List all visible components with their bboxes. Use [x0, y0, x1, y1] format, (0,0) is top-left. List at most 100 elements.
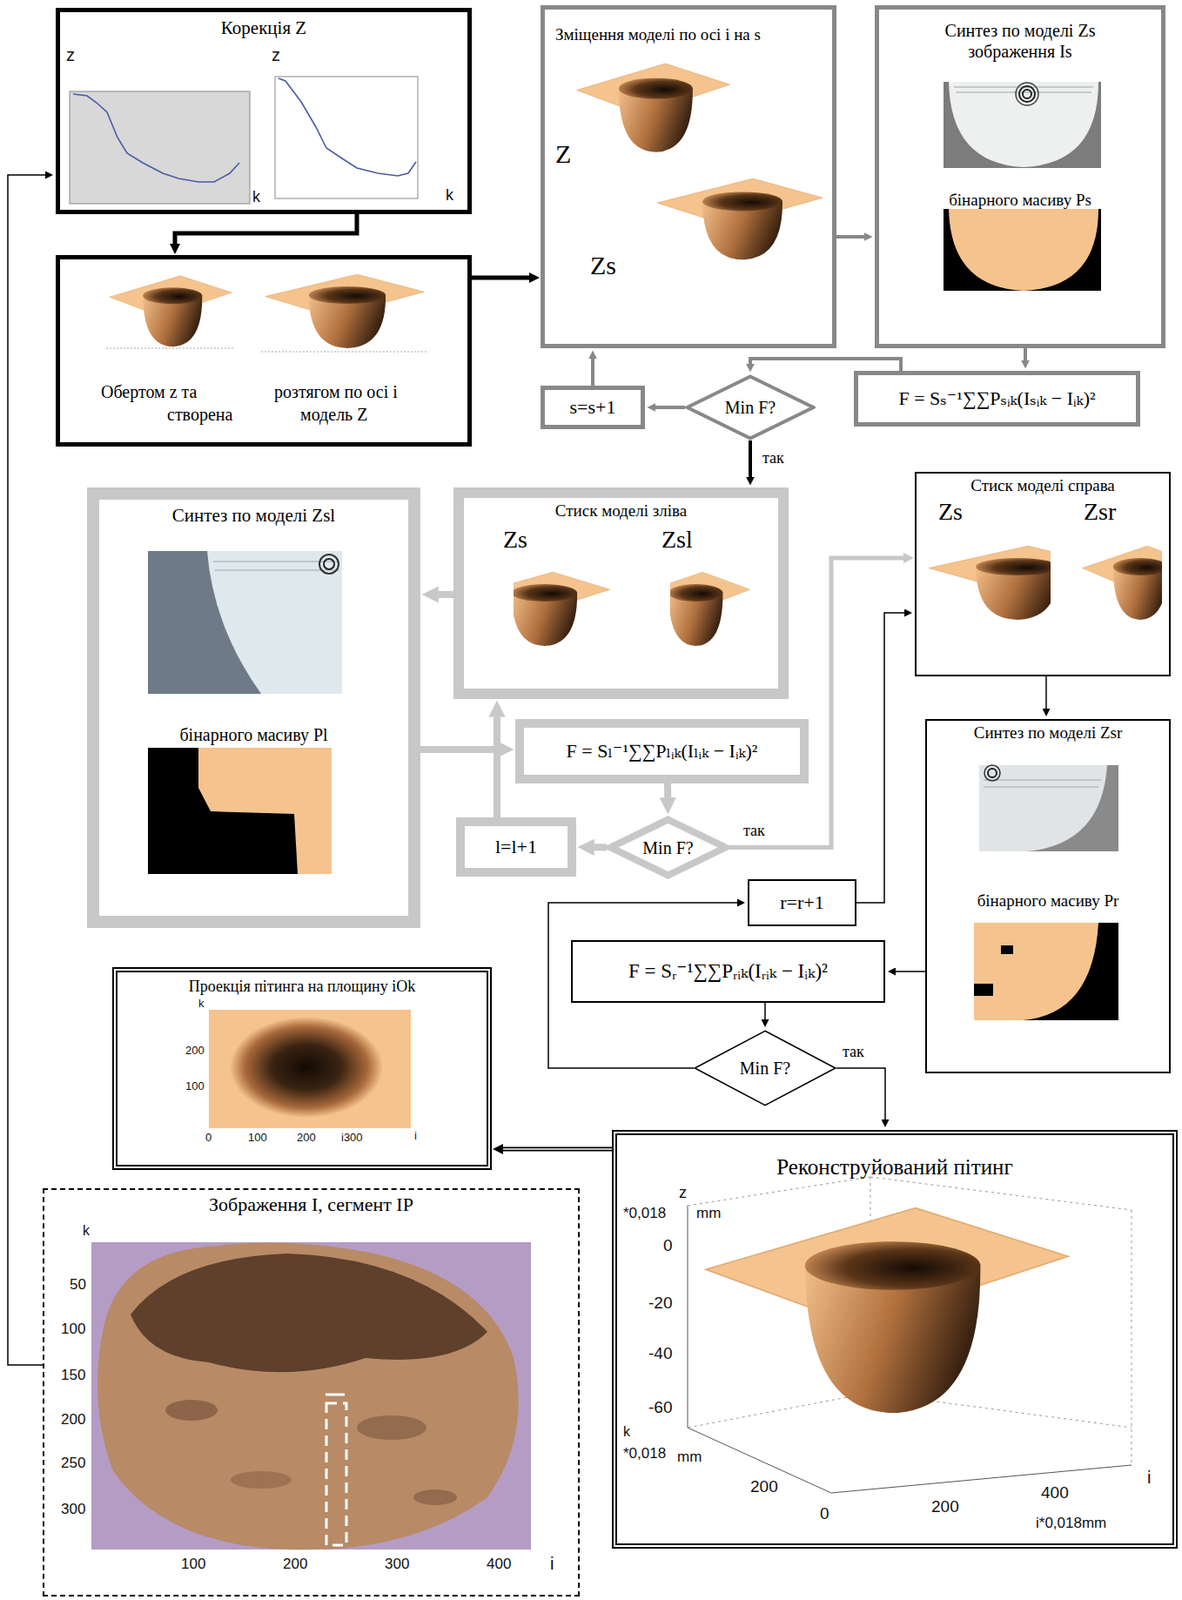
decision-diamond: Min F? — [606, 815, 730, 880]
connector — [895, 970, 926, 973]
connector — [729, 557, 904, 848]
diamond-shape — [611, 819, 726, 876]
reconstructed-pitting — [687, 1176, 1132, 1493]
node-title: l=l+1 — [495, 835, 538, 859]
image-box: Зображення I, сегмент IP — [42, 1188, 580, 1597]
axis-label: -60 — [648, 1397, 672, 1418]
node-title: Корекція Z — [221, 17, 307, 40]
axis-label: mm — [696, 1204, 721, 1223]
axis-label: -40 — [648, 1343, 672, 1364]
axis-label: -20 — [648, 1293, 672, 1313]
axis-label: 0 — [205, 1131, 212, 1145]
counter-box: r=r+1 — [747, 879, 857, 927]
connector — [856, 612, 905, 903]
process-box: Стиск моделі справаZs Zsr — [914, 471, 1171, 677]
axis-label: z — [271, 45, 281, 66]
node-title: Min F? — [725, 396, 776, 418]
node-title: F = Sₗ⁻¹∑∑Pₗᵢₖ(Iₗᵢₖ − Iᵢₖ)² — [566, 739, 759, 763]
axis-label: 0 — [819, 1504, 830, 1524]
process-box: Стиск моделі зліваZs Zsl — [453, 487, 789, 699]
axis-label: i — [550, 1553, 554, 1574]
process-box: Зміщення моделі по осі i на sZZs — [540, 5, 837, 349]
z-profile-plots — [69, 76, 418, 204]
axis-label: k — [623, 1423, 631, 1440]
formula-box: F = Sₗ⁻¹∑∑Pₗᵢₖ(Iₗᵢₖ − Iᵢₖ)² — [515, 718, 809, 784]
pitting-photo — [91, 1242, 531, 1550]
axis-label: 250 — [60, 1454, 86, 1472]
connector — [836, 235, 865, 239]
axis-label: 50 — [69, 1276, 87, 1294]
edge-label: так — [741, 821, 767, 840]
connector — [503, 1147, 612, 1152]
node-title: r=r+1 — [779, 891, 824, 914]
node-title: F = Sᵣ⁻¹∑∑Pᵣᵢₖ(Iᵣᵢₖ − Iᵢₖ)² — [628, 959, 828, 984]
connector — [750, 358, 901, 371]
node-title: Стиск моделі справа — [970, 476, 1115, 497]
connector — [764, 1002, 766, 1020]
node-title: Обертом z та — [100, 381, 197, 403]
edge-label: так — [760, 449, 786, 468]
formula-box: F = Sₛ⁻¹∑∑Pₛᵢₖ(Iₛᵢₖ − Iᵢₖ)² — [853, 370, 1141, 427]
connector — [493, 717, 501, 818]
axis-label: 0 — [663, 1235, 673, 1256]
node-text: бінарного масиву Ps — [948, 190, 1092, 211]
connector — [594, 843, 607, 851]
node-text: бінарного масиву Pr — [977, 891, 1120, 912]
connector — [591, 358, 595, 386]
node-text: Zsl — [661, 524, 693, 555]
node-title: Проекція пітинга на площину iOk — [188, 977, 416, 997]
node-title: Зображення I, сегмент IP — [208, 1193, 414, 1216]
counter-box: l=l+1 — [456, 817, 577, 877]
axis-label: 100 — [185, 1080, 205, 1094]
node-title: Синтез по моделі Zsr — [973, 723, 1123, 744]
axis-label: k — [445, 186, 454, 205]
connector — [438, 591, 454, 598]
formula-box: F = Sᵣ⁻¹∑∑Pᵣᵢₖ(Iᵣᵢₖ − Iᵢₖ)² — [570, 940, 886, 1003]
axis-label: 400 — [1040, 1483, 1069, 1503]
axis-label: z — [66, 45, 75, 66]
connector — [174, 214, 357, 244]
edge-label: так — [840, 1042, 867, 1062]
axis-label: i*0,018mm — [1035, 1514, 1107, 1532]
axis-label: 100 — [181, 1555, 206, 1573]
node-title: Стиск моделі зліва — [555, 501, 687, 522]
node-text: Zsr — [1083, 496, 1116, 527]
node-title: F = Sₛ⁻¹∑∑Pₛᵢₖ(Iₛᵢₖ − Iᵢₖ)² — [898, 387, 1095, 410]
axis-label: z — [678, 1183, 687, 1203]
axis-label: *0,018 — [623, 1444, 666, 1463]
node-title: Синтез по моделі Zsl — [172, 504, 336, 527]
connector — [471, 275, 530, 281]
axis-label: 400 — [486, 1555, 511, 1573]
axis-label: 200 — [60, 1410, 86, 1429]
diamond-shape — [687, 376, 814, 439]
connector — [7, 174, 46, 1365]
node-title: Min F? — [739, 1057, 791, 1079]
axis-label: k — [198, 997, 205, 1011]
connector — [1023, 348, 1028, 361]
connector — [664, 783, 672, 798]
axis-label: 200 — [282, 1555, 308, 1573]
axis-label: i — [414, 1129, 417, 1143]
axis-label: mm — [677, 1448, 702, 1466]
connector — [836, 1067, 886, 1120]
diamond-shape — [694, 1030, 836, 1106]
node-text: Zs — [503, 524, 528, 555]
counter-box: s=s+1 — [540, 385, 645, 430]
node-title: s=s+1 — [570, 396, 617, 419]
node-text: Zs — [938, 496, 963, 527]
axis-label: 100 — [60, 1320, 86, 1338]
decision-diamond: Min F? — [685, 374, 816, 441]
axis-label: i — [1147, 1467, 1151, 1488]
node-title: Реконструйований пітинг — [776, 1154, 1014, 1181]
connector — [748, 440, 753, 477]
axis-label: 300 — [384, 1555, 410, 1573]
node-title: Синтез по моделі Zs зображення Is — [920, 20, 1121, 62]
node-text: модель Z — [300, 403, 368, 425]
model-box: Обертом z тастворенарозтягом по осі iмод… — [55, 255, 472, 447]
process-box: Синтез по моделі Zs зображення Is бінарно… — [874, 5, 1166, 349]
axis-label: 100 — [248, 1131, 268, 1145]
double-line-inner — [503, 1148, 612, 1150]
axis-label: *0,018 — [623, 1204, 666, 1223]
